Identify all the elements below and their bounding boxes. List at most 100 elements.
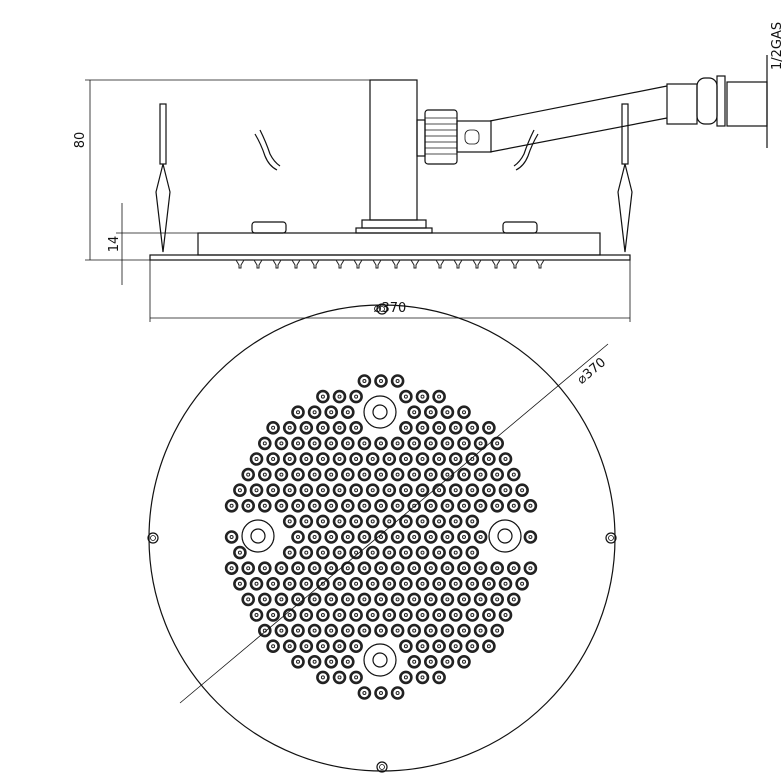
nozzle-center — [329, 503, 334, 508]
nozzle — [316, 452, 330, 466]
nozzle-center — [370, 519, 375, 524]
nozzle — [390, 530, 405, 544]
nozzle — [233, 483, 247, 498]
nozzle-center — [428, 597, 433, 602]
nozzle-center — [437, 425, 442, 430]
nozzle-center — [520, 488, 525, 493]
nozzle — [506, 592, 521, 607]
nozzle-center — [445, 410, 450, 415]
nozzle-center — [462, 535, 466, 539]
nozzle — [399, 608, 413, 622]
nozzle-center — [312, 659, 317, 664]
nozzle-center — [478, 628, 483, 633]
nozzle — [423, 405, 438, 420]
nozzle-center — [495, 597, 500, 602]
nozzle — [457, 405, 471, 420]
nozzle-center — [470, 644, 475, 649]
nozzle — [374, 530, 388, 544]
nozzle-center — [437, 519, 442, 524]
nozzle — [340, 654, 355, 669]
nozzle-center — [345, 441, 350, 446]
nozzle — [415, 514, 430, 529]
nozzle-center — [379, 503, 383, 508]
nozzle-center — [403, 675, 408, 680]
nozzle-center — [437, 550, 442, 555]
nozzle — [374, 436, 388, 451]
nozzle — [324, 623, 339, 638]
nozzle-center — [304, 613, 309, 617]
nozzle-center — [345, 503, 350, 508]
nozzle — [349, 483, 363, 498]
nozzle — [349, 608, 363, 622]
nozzle-center — [412, 535, 417, 539]
diameter-leader — [179, 343, 609, 704]
nozzle-center — [354, 550, 359, 555]
nozzle — [332, 514, 347, 529]
nozzle-center — [412, 597, 417, 602]
nozzle-center — [445, 472, 450, 477]
nozzle-center — [403, 488, 408, 493]
nozzle — [233, 576, 247, 591]
nozzle-center — [520, 581, 525, 586]
nozzle-center — [486, 581, 491, 586]
nozzle-center — [279, 503, 284, 508]
nozzle — [415, 389, 430, 404]
nozzle-center — [403, 550, 408, 555]
nozzle — [423, 436, 438, 451]
nozzle — [374, 561, 388, 576]
nozzle — [340, 530, 355, 544]
side-nozzles — [235, 259, 545, 269]
nozzle — [340, 467, 355, 482]
nozzle-center — [462, 659, 466, 664]
post — [369, 79, 418, 221]
arm-top — [489, 85, 668, 122]
nozzle-center — [478, 441, 483, 446]
nozzle — [448, 452, 463, 466]
nozzle-center — [387, 581, 392, 586]
nozzle-center — [428, 659, 433, 664]
nozzle — [415, 670, 430, 685]
nozzle-center — [462, 503, 466, 508]
nozzle — [282, 576, 297, 591]
nozzle-center — [395, 691, 400, 695]
nozzle-center — [254, 488, 259, 493]
nozzle-center — [395, 379, 400, 383]
nozzle-center — [345, 597, 350, 602]
nozzle-center — [337, 488, 342, 493]
nozzle-center — [229, 535, 234, 539]
nozzle — [407, 654, 422, 669]
nozzle — [432, 483, 446, 498]
nozzle — [465, 452, 480, 466]
nozzle — [490, 436, 505, 451]
nozzle — [440, 436, 455, 451]
nozzle — [357, 530, 372, 544]
nozzle — [241, 498, 255, 513]
nozzle — [399, 483, 413, 498]
nozzle — [506, 498, 521, 513]
nozzle-center — [412, 472, 417, 477]
nozzle — [224, 498, 239, 513]
nozzle-center — [246, 566, 251, 571]
nozzle-center — [445, 659, 450, 664]
nozzle — [365, 483, 380, 498]
swivel-ball — [696, 77, 718, 125]
nozzle — [465, 483, 480, 498]
nozzle-center — [337, 425, 342, 430]
nozzle — [399, 452, 413, 466]
nozzle-center — [462, 628, 466, 633]
nozzle — [382, 452, 397, 466]
nozzle-center — [262, 503, 267, 508]
nozzle-center — [403, 644, 408, 649]
nozzle — [299, 608, 314, 622]
nozzle-center — [478, 535, 483, 539]
nozzle — [490, 623, 505, 638]
nozzle-center — [320, 488, 325, 493]
nozzle — [390, 436, 405, 451]
nozzle-center — [329, 472, 334, 477]
nozzle — [415, 452, 430, 466]
nozzle-center — [462, 597, 466, 602]
nozzle — [390, 686, 405, 700]
nozzle — [432, 452, 446, 466]
nozzle — [332, 483, 347, 498]
